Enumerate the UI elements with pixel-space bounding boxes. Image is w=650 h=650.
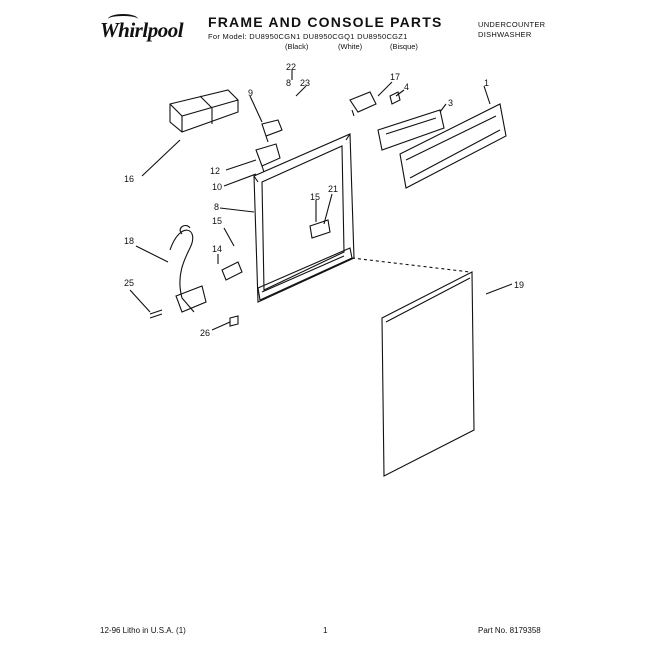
part-knob — [389, 91, 401, 105]
part-screw — [221, 261, 243, 281]
callout-9: 9 — [248, 88, 253, 98]
part-console — [399, 103, 507, 189]
part-control-panel — [377, 109, 445, 151]
part-bracket — [261, 119, 283, 143]
part-fastener — [229, 315, 239, 327]
footer-part-number: Part No. 8179358 — [478, 626, 541, 635]
part-wiring-harness — [169, 225, 195, 313]
brand-logo-swoosh — [108, 14, 138, 24]
callout-17: 17 — [390, 72, 400, 82]
callout-8-top: 8 — [286, 78, 291, 88]
part-bottom-rail — [257, 247, 353, 301]
color-white: (White) — [338, 42, 363, 51]
part-screw-small — [149, 309, 163, 319]
callout-21: 21 — [328, 184, 338, 194]
callout-15-right: 15 — [310, 192, 320, 202]
part-inner-clip — [309, 219, 331, 239]
callout-3: 3 — [448, 98, 453, 108]
callout-14: 14 — [212, 244, 222, 254]
color-bisque: (Bisque) — [390, 42, 418, 51]
callout-4: 4 — [404, 82, 409, 92]
callout-23: 23 — [300, 78, 310, 88]
callout-22: 22 — [286, 62, 296, 72]
page-title: FRAME AND CONSOLE PARTS — [208, 14, 443, 30]
callout-19: 19 — [514, 280, 524, 290]
part-top-cover — [169, 89, 239, 133]
part-switch — [175, 285, 207, 313]
callout-26: 26 — [200, 328, 210, 338]
footer-litho: 12-96 Litho in U.S.A. (1) — [100, 626, 186, 635]
part-main-frame — [253, 133, 355, 303]
category-line-1: UNDERCOUNTER — [478, 20, 546, 29]
part-latch — [349, 91, 377, 117]
callout-15-left: 15 — [212, 216, 222, 226]
part-door-panel — [381, 271, 475, 477]
brand-logo: Whirlpool — [100, 18, 184, 42]
model-numbers: For Model: DU8950CGN1 DU8950CGQ1 DU8950C… — [208, 32, 408, 41]
footer-page-number: 1 — [323, 626, 328, 635]
category-line-2: DISHWASHER — [478, 30, 532, 39]
callout-16: 16 — [124, 174, 134, 184]
callout-18: 18 — [124, 236, 134, 246]
callout-12: 12 — [210, 166, 220, 176]
part-hinge — [255, 143, 281, 173]
color-black: (Black) — [285, 42, 309, 51]
callout-8: 8 — [214, 202, 219, 212]
callout-10: 10 — [212, 182, 222, 192]
callout-25: 25 — [124, 278, 134, 288]
callout-1: 1 — [484, 78, 489, 88]
